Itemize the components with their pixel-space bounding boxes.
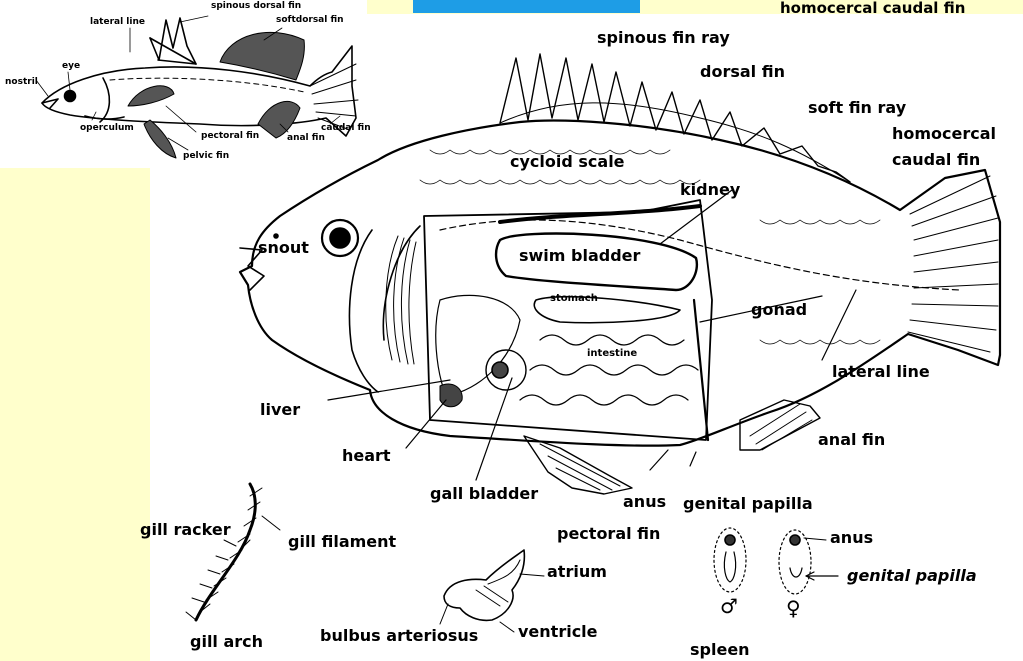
inset-label-lateral-line: lateral line xyxy=(90,18,145,27)
label-lateral-line: lateral line xyxy=(832,364,930,380)
inset-label-anal-fin: anal fin xyxy=(287,134,325,143)
internal-organs xyxy=(424,200,712,440)
label-caudal-fin: caudal fin xyxy=(892,152,980,168)
label-atrium: atrium xyxy=(547,564,607,580)
label-anal-fin: anal fin xyxy=(818,432,885,448)
main-leader-lines xyxy=(328,190,856,480)
label-cycloid-scale: cycloid scale xyxy=(510,154,625,170)
gill-leaders xyxy=(242,516,280,548)
label-gill-filament: gill filament xyxy=(288,534,396,550)
gill-arch-detail xyxy=(186,484,262,620)
label-liver: liver xyxy=(260,402,300,418)
label-vent-genital-papilla: genital papilla xyxy=(847,568,977,584)
label-homocercal: homocercal xyxy=(892,126,996,142)
label-soft-fin-ray: soft fin ray xyxy=(808,100,906,116)
inset-label-soft-dorsal-fin: softdorsal fin xyxy=(276,16,344,25)
label-heart: heart xyxy=(342,448,391,464)
inset-label-nostril: nostril xyxy=(5,78,38,87)
label-vent-anus: anus xyxy=(830,530,873,546)
label-intestine: intestine xyxy=(587,349,637,359)
label-swim-bladder: swim bladder xyxy=(519,248,640,264)
label-pectoral-fin: pectoral fin xyxy=(557,526,660,542)
label-kidney: kidney xyxy=(680,182,740,198)
corner-title: homocercal caudal fin xyxy=(780,1,965,16)
label-gill-racker: gill racker xyxy=(140,522,231,538)
label-snout: snout xyxy=(258,240,309,256)
inset-label-eye: eye xyxy=(62,62,80,71)
inset-label-spinous-dorsal-fin: spinous dorsal fin xyxy=(211,2,301,11)
label-stomach: stomach xyxy=(550,294,598,304)
heart-detail xyxy=(440,550,544,632)
inset-label-pectoral-fin: pectoral fin xyxy=(201,132,259,141)
label-dorsal-fin: dorsal fin xyxy=(700,64,785,80)
label-gall-bladder: gall bladder xyxy=(430,486,538,502)
label-spinous-fin-ray: spinous fin ray xyxy=(597,30,730,46)
inset-label-operculum: operculum xyxy=(80,124,134,133)
label-spleen: spleen xyxy=(690,642,750,658)
label-genital-papilla: genital papilla xyxy=(683,496,813,512)
label-gonad: gonad xyxy=(751,302,807,318)
label-anus: anus xyxy=(623,494,666,510)
inset-label-pelvic-fin: pelvic fin xyxy=(183,152,229,161)
label-gill-arch: gill arch xyxy=(190,634,263,650)
label-bulbus-arteriosus: bulbus arteriosus xyxy=(320,628,478,644)
female-symbol: ♀ xyxy=(786,598,801,618)
inset-label-caudal-fin: caudal fin xyxy=(321,124,371,133)
male-symbol: ♂ xyxy=(720,596,738,616)
label-ventricle: ventricle xyxy=(518,624,598,640)
vent-detail xyxy=(714,528,838,594)
